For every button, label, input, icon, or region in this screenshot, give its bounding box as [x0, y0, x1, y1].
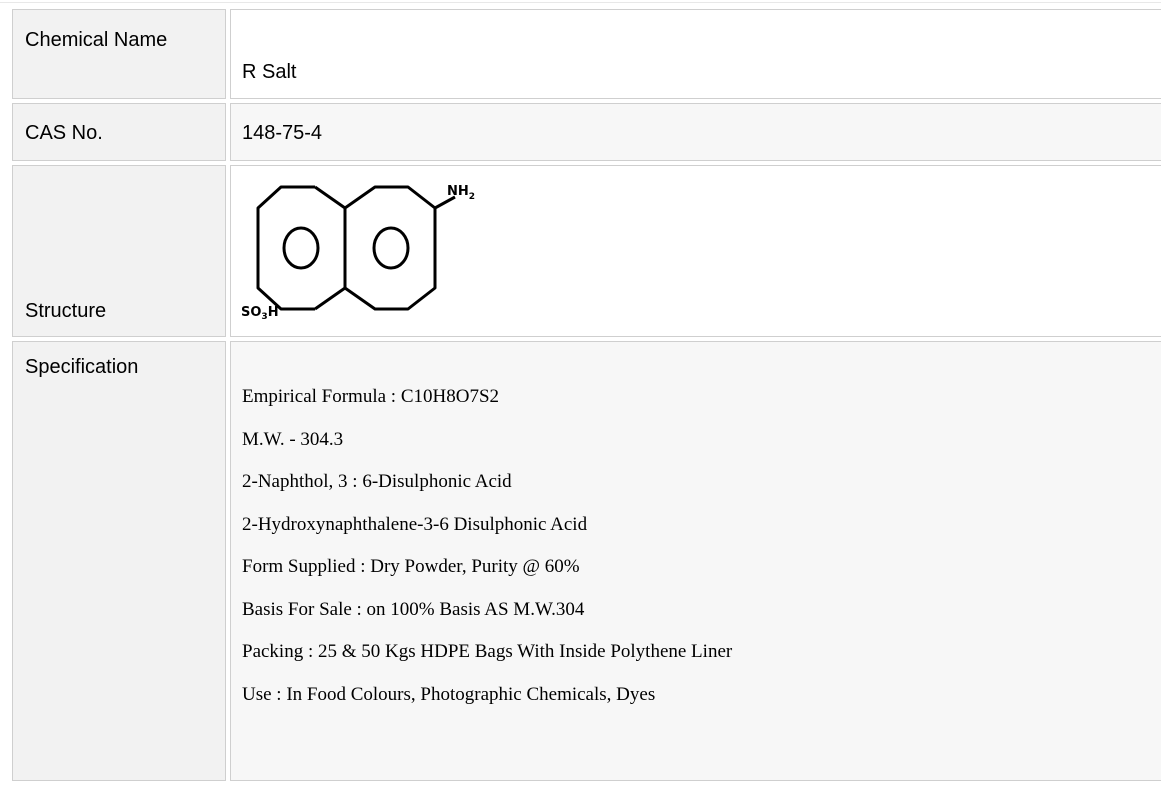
spec-line-basis-for-sale: Basis For Sale : on 100% Basis AS M.W.30…: [242, 598, 585, 620]
svg-text:SO3H: SO3H: [241, 305, 279, 322]
label-cell: CAS No.: [12, 103, 226, 161]
structure-label: Structure: [25, 300, 107, 322]
product-spec-table: Chemical Name R Salt CAS No. 148-75-4 St…: [0, 9, 1161, 785]
specification-label: Specification: [25, 356, 139, 378]
top-divider: [0, 2, 1161, 3]
value-cell: NH2 SO3H: [230, 165, 1161, 337]
table-row-specification: Specification Empirical Formula : C10H8O…: [0, 341, 1161, 781]
sulfonic-group-label: SO: [241, 305, 261, 320]
naphthalene-structure-icon: NH2 SO3H: [241, 184, 475, 322]
label-cell: Specification: [12, 341, 226, 781]
label-cell: Structure: [12, 165, 226, 337]
spec-line-form-supplied: Form Supplied : Dry Powder, Purity @ 60%: [242, 556, 580, 577]
table-row-structure: Structure: [0, 165, 1161, 337]
svg-text:NH2: NH2: [447, 184, 475, 202]
table-row-cas-number: CAS No. 148-75-4: [0, 103, 1161, 161]
spec-line-packing: Packing : 25 & 50 Kgs HDPE Bags With Ins…: [242, 641, 733, 662]
amine-subscript: 2: [469, 192, 475, 202]
chemical-name-label: Chemical Name: [25, 29, 168, 51]
chemical-name-value: R Salt: [242, 61, 297, 83]
cas-number-label: CAS No.: [25, 122, 103, 144]
label-cell: Chemical Name: [12, 9, 226, 99]
specification-list: Empirical Formula : C10H8O7S2 M.W. - 304…: [242, 386, 732, 726]
spec-line-synonym-1: 2-Naphthol, 3 : 6-Disulphonic Acid: [242, 471, 512, 492]
amine-group-label: NH: [447, 184, 469, 199]
cas-number-value: 148-75-4: [242, 122, 323, 144]
value-cell: R Salt: [230, 9, 1161, 99]
spec-line-molecular-weight: M.W. - 304.3: [242, 428, 344, 450]
value-cell: Empirical Formula : C10H8O7S2 M.W. - 304…: [230, 341, 1161, 781]
spec-line-synonym-2: 2-Hydroxynaphthalene-3-6 Disulphonic Aci…: [242, 513, 588, 535]
value-cell: 148-75-4: [230, 103, 1161, 161]
spec-line-empirical-formula: Empirical Formula : C10H8O7S2: [242, 386, 500, 407]
sulfonic-subscript: 3: [261, 312, 267, 322]
table-row-chemical-name: Chemical Name R Salt: [0, 9, 1161, 99]
spec-line-use: Use : In Food Colours, Photographic Chem…: [242, 683, 656, 705]
sulfonic-suffix: H: [268, 305, 279, 320]
